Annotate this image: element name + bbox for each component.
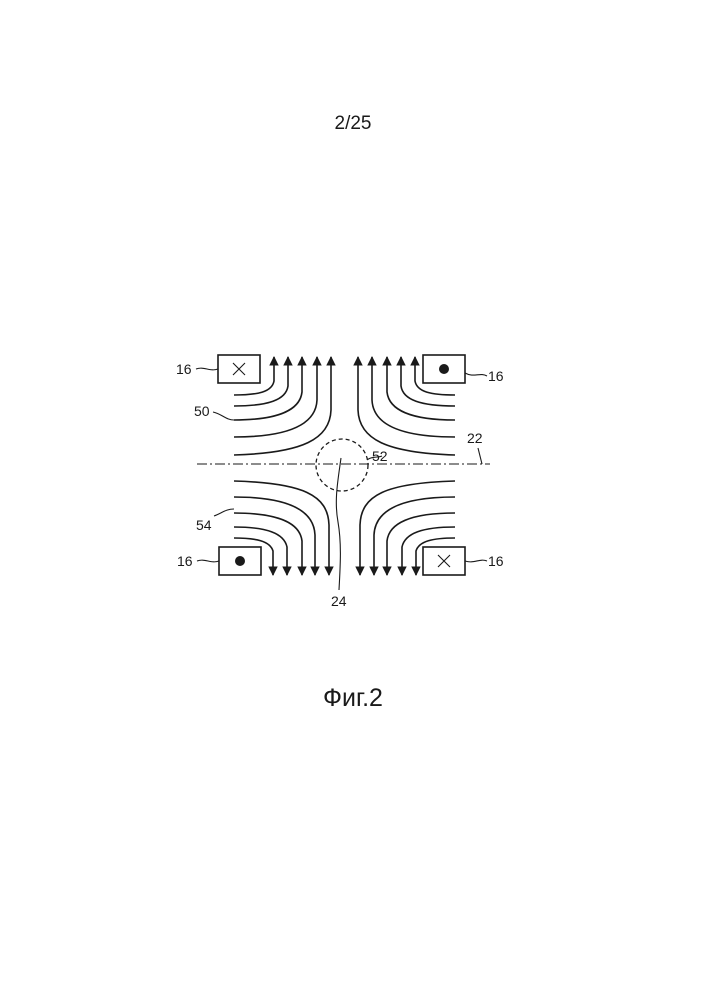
label-axis: 22	[467, 430, 483, 446]
label-path: 24	[331, 593, 347, 609]
leader-field-lines-lower	[214, 509, 234, 516]
leader-coil-top-left	[196, 368, 218, 370]
label-field-lines-upper: 50	[194, 403, 210, 419]
label-coil-bottom-right: 16	[488, 553, 504, 569]
leader-coil-bottom-right	[465, 560, 487, 562]
label-field-lines-lower: 54	[196, 517, 212, 533]
coil-top-left	[218, 355, 260, 383]
label-coil-top-right: 16	[488, 368, 504, 384]
leader-coil-bottom-left	[197, 560, 219, 562]
label-zero-field-region: 52	[372, 448, 388, 464]
coil-bottom-left	[219, 547, 261, 575]
figure-caption: Фиг.2	[0, 684, 706, 713]
label-coil-bottom-left: 16	[177, 553, 193, 569]
path-line	[336, 458, 341, 590]
coil-top-right	[423, 355, 465, 383]
zero-field-region	[316, 439, 368, 491]
leader-field-lines-upper	[213, 412, 234, 420]
leader-axis	[478, 448, 482, 464]
label-coil-top-left: 16	[176, 361, 192, 377]
coil-bottom-right	[423, 547, 465, 575]
leader-coil-top-right	[465, 373, 487, 376]
